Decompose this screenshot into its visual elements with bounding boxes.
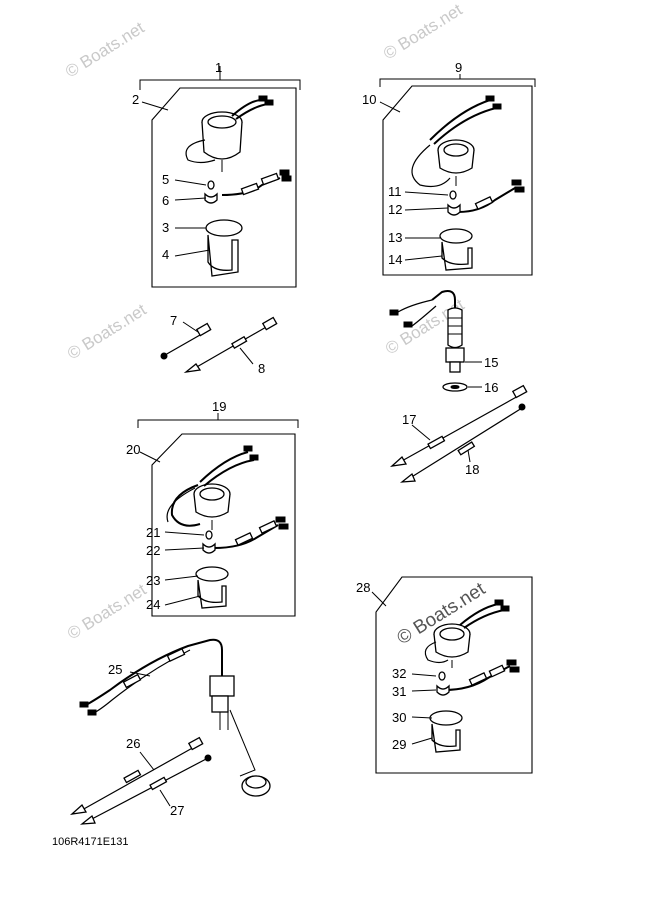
- callout-8: 8: [258, 361, 265, 376]
- callout-25: 25: [108, 662, 122, 677]
- callout-12: 12: [388, 202, 402, 217]
- callout-16: 16: [484, 380, 498, 395]
- callout-4: 4: [162, 247, 169, 262]
- callout-22: 22: [146, 543, 160, 558]
- assembly-group-19: [137, 413, 299, 617]
- watermark: © Boats.net: [64, 300, 150, 363]
- parts-7-8: [160, 316, 278, 373]
- callout-27: 27: [170, 803, 184, 818]
- callout-23: 23: [146, 573, 160, 588]
- callout-2: 2: [132, 92, 139, 107]
- callout-9: 9: [455, 60, 462, 75]
- callout-20: 20: [126, 442, 140, 457]
- callout-10: 10: [362, 92, 376, 107]
- callout-13: 13: [388, 230, 402, 245]
- callout-17: 17: [402, 412, 416, 427]
- callout-18: 18: [465, 462, 479, 477]
- callout-21: 21: [146, 525, 160, 540]
- callout-15: 15: [484, 355, 498, 370]
- callout-29: 29: [392, 737, 406, 752]
- callout-24: 24: [146, 597, 160, 612]
- parts-26-27: [69, 736, 212, 825]
- callout-3: 3: [162, 220, 169, 235]
- callout-30: 30: [392, 710, 406, 725]
- callout-14: 14: [388, 252, 402, 267]
- callout-19: 19: [212, 399, 226, 414]
- part-25-harness: [79, 638, 271, 797]
- parts-17-18: [389, 384, 528, 483]
- callout-7: 7: [170, 313, 177, 328]
- callout-28: 28: [356, 580, 370, 595]
- watermark: © Boats.net: [62, 18, 148, 81]
- assembly-group-9: [379, 74, 536, 276]
- callout-26: 26: [126, 736, 140, 751]
- callouts: 1 2 5 6 3 4 9 10 11 12 13 14 7 8 15 16 1…: [108, 60, 498, 818]
- watermark: © Boats.net: [380, 0, 466, 63]
- callout-11: 11: [388, 184, 402, 199]
- callout-32: 32: [392, 666, 406, 681]
- drawing-code: 106R4171E131: [52, 836, 128, 848]
- assembly-group-28: [371, 576, 533, 774]
- callout-31: 31: [392, 684, 406, 699]
- callout-5: 5: [162, 172, 169, 187]
- assembly-group-1: [139, 66, 301, 288]
- callout-6: 6: [162, 193, 169, 208]
- watermark: © Boats.net: [64, 580, 150, 643]
- callout-1: 1: [215, 60, 222, 75]
- parts-15-16: [389, 290, 482, 392]
